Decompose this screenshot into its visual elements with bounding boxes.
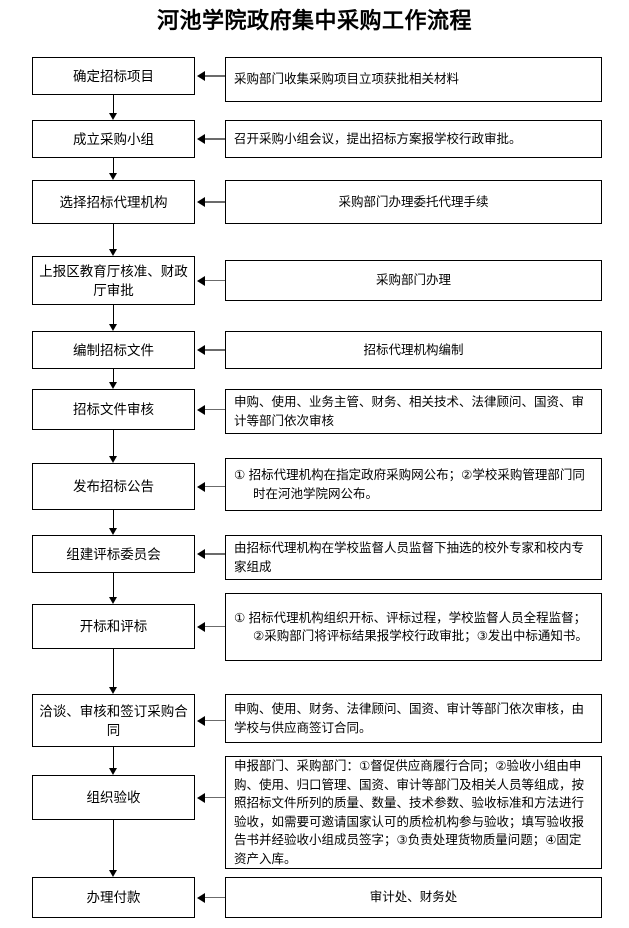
process-node-label: 编制招标文件 <box>73 342 154 358</box>
description-box-9: ① 招标代理机构组织开标、评标过程，学校监督人员全程监督；②采购部门将评标结果报… <box>225 593 602 661</box>
connector-arrowhead-down-1 <box>109 113 117 120</box>
connector-line-vertical-11 <box>112 820 115 871</box>
process-node-2[interactable]: 成立采购小组 <box>32 120 195 158</box>
connector-line-horizontal-8 <box>205 553 225 555</box>
process-node-4[interactable]: 上报区教育厅核准、财政厅审批 <box>32 256 195 305</box>
connector-line-horizontal-5 <box>205 349 225 351</box>
connector-line-vertical-7 <box>112 510 115 529</box>
description-text: 由招标代理机构在学校监督人员监督下抽选的校外专家和校内专家组成 <box>234 541 585 574</box>
description-text: ① 招标代理机构组织开标、评标过程，学校监督人员全程监督；②采购部门将评标结果报… <box>234 610 588 644</box>
process-node-label: 上报区教育厅核准、财政厅审批 <box>39 263 188 298</box>
description-box-12: 审计处、财务处 <box>225 877 602 918</box>
description-box-2: 召开采购小组会议，提出招标方案报学校行政审批。 <box>225 120 602 158</box>
connector-arrowhead-left-8 <box>197 549 205 559</box>
connector-arrowhead-down-2 <box>109 173 117 180</box>
process-node-6[interactable]: 招标文件审核 <box>32 389 195 430</box>
process-node-7[interactable]: 发布招标公告 <box>32 463 195 510</box>
process-node-8[interactable]: 组建评标委员会 <box>32 535 195 573</box>
description-box-6: 申购、使用、业务主管、财务、相关技术、法律顾问、国资、审计等部门依次审核 <box>225 389 602 434</box>
process-node-label: 洽谈、审核和签订采购合同 <box>39 703 188 738</box>
connector-line-horizontal-12 <box>205 896 225 899</box>
description-box-7: ① 招标代理机构在指定政府采购网公布；②学校采购管理部门同时在河池学院网公布。 <box>225 458 602 511</box>
process-node-label: 选择招标代理机构 <box>59 194 168 210</box>
connector-line-horizontal-3 <box>205 201 225 203</box>
connector-arrowhead-down-10 <box>109 768 117 775</box>
connector-line-vertical-9 <box>112 649 115 688</box>
connector-arrowhead-left-12 <box>197 892 205 903</box>
description-box-4: 采购部门办理 <box>225 260 602 301</box>
connector-arrowhead-down-4 <box>109 324 117 331</box>
connector-arrowhead-left-4 <box>197 275 205 286</box>
connector-line-vertical-8 <box>112 573 115 598</box>
description-text: 申购、使用、业务主管、财务、相关技术、法律顾问、国资、审计等部门依次审核 <box>234 395 585 428</box>
process-node-label: 开标和评标 <box>79 619 148 634</box>
connector-arrowhead-left-5 <box>197 345 205 355</box>
connector-arrowhead-down-3 <box>109 249 117 256</box>
connector-line-vertical-3 <box>112 224 115 250</box>
connector-line-horizontal-1 <box>205 75 225 77</box>
process-node-10[interactable]: 洽谈、审核和签订采购合同 <box>32 694 195 747</box>
connector-line-horizontal-7 <box>205 485 225 488</box>
connector-line-vertical-2 <box>112 158 115 174</box>
description-text: 申购、使用、财务、法律顾问、国资、审计等部门依次审核，由学校与供应商签订合同。 <box>234 702 585 735</box>
process-node-3[interactable]: 选择招标代理机构 <box>32 180 195 224</box>
connector-line-vertical-10 <box>112 747 115 769</box>
page-title: 河池学院政府集中采购工作流程 <box>156 8 472 33</box>
connector-line-horizontal-2 <box>205 138 225 140</box>
description-box-11: 申报部门、采购部门：①督促供应商履行合同；②验收小组由申购、使用、归口管理、国资… <box>225 756 602 869</box>
connector-arrowhead-left-7 <box>197 481 205 492</box>
description-text: ① 招标代理机构在指定政府采购网公布；②学校采购管理部门同时在河池学院网公布。 <box>234 468 585 501</box>
description-text: 申报部门、采购部门：①督促供应商履行合同；②验收小组由申购、使用、归口管理、国资… <box>234 759 585 866</box>
description-box-3: 采购部门办理委托代理手续 <box>225 180 602 224</box>
connector-arrowhead-left-1 <box>197 71 205 81</box>
process-node-label: 组建评标委员会 <box>66 546 161 562</box>
connector-line-horizontal-6 <box>205 408 225 411</box>
connector-arrowhead-left-9 <box>197 621 205 632</box>
description-box-1: 采购部门收集采购项目立项获批相关材料 <box>225 57 602 102</box>
process-node-9[interactable]: 开标和评标 <box>32 604 195 649</box>
process-node-5[interactable]: 编制招标文件 <box>32 331 195 369</box>
connector-arrowhead-left-11 <box>197 792 205 803</box>
connector-line-vertical-1 <box>112 95 115 114</box>
process-node-label: 组织验收 <box>86 790 141 805</box>
description-text: 审计处、财务处 <box>369 890 458 905</box>
process-node-11[interactable]: 组织验收 <box>32 775 195 820</box>
connector-arrowhead-down-8 <box>109 597 117 604</box>
description-text: 采购部门办理 <box>375 273 451 288</box>
connector-arrowhead-left-3 <box>197 197 205 207</box>
description-text: 采购部门办理委托代理手续 <box>338 194 489 209</box>
connector-arrowhead-down-11 <box>109 870 117 877</box>
process-node-label: 确定招标项目 <box>73 68 154 84</box>
connector-line-vertical-6 <box>112 430 115 457</box>
connector-arrowhead-left-10 <box>197 715 205 726</box>
connector-arrowhead-down-6 <box>109 456 117 463</box>
connector-line-vertical-5 <box>112 369 115 383</box>
description-text: 采购部门收集采购项目立项获批相关材料 <box>234 72 460 87</box>
connector-arrowhead-left-6 <box>197 404 205 415</box>
description-text: 召开采购小组会议，提出招标方案报学校行政审批。 <box>234 131 522 146</box>
process-node-12[interactable]: 办理付款 <box>32 877 195 918</box>
process-node-label: 办理付款 <box>86 890 141 905</box>
connector-arrowhead-down-5 <box>109 382 117 389</box>
description-box-8: 由招标代理机构在学校监督人员监督下抽选的校外专家和校内专家组成 <box>225 535 602 580</box>
connector-line-horizontal-9 <box>205 625 225 628</box>
description-box-10: 申购、使用、财务、法律顾问、国资、审计等部门依次审核，由学校与供应商签订合同。 <box>225 694 602 743</box>
connector-arrowhead-left-2 <box>197 134 205 144</box>
connector-line-vertical-4 <box>112 305 115 325</box>
process-node-label: 招标文件审核 <box>73 402 154 417</box>
connector-arrowhead-down-9 <box>109 687 117 694</box>
connector-line-horizontal-4 <box>205 279 225 282</box>
process-node-label: 发布招标公告 <box>73 479 154 494</box>
connector-line-horizontal-11 <box>205 796 225 799</box>
process-node-1[interactable]: 确定招标项目 <box>32 57 195 95</box>
connector-line-horizontal-10 <box>205 719 225 722</box>
description-text: 招标代理机构编制 <box>363 342 464 357</box>
connector-arrowhead-down-7 <box>109 528 117 535</box>
description-box-5: 招标代理机构编制 <box>225 331 602 369</box>
process-node-label: 成立采购小组 <box>73 131 154 147</box>
